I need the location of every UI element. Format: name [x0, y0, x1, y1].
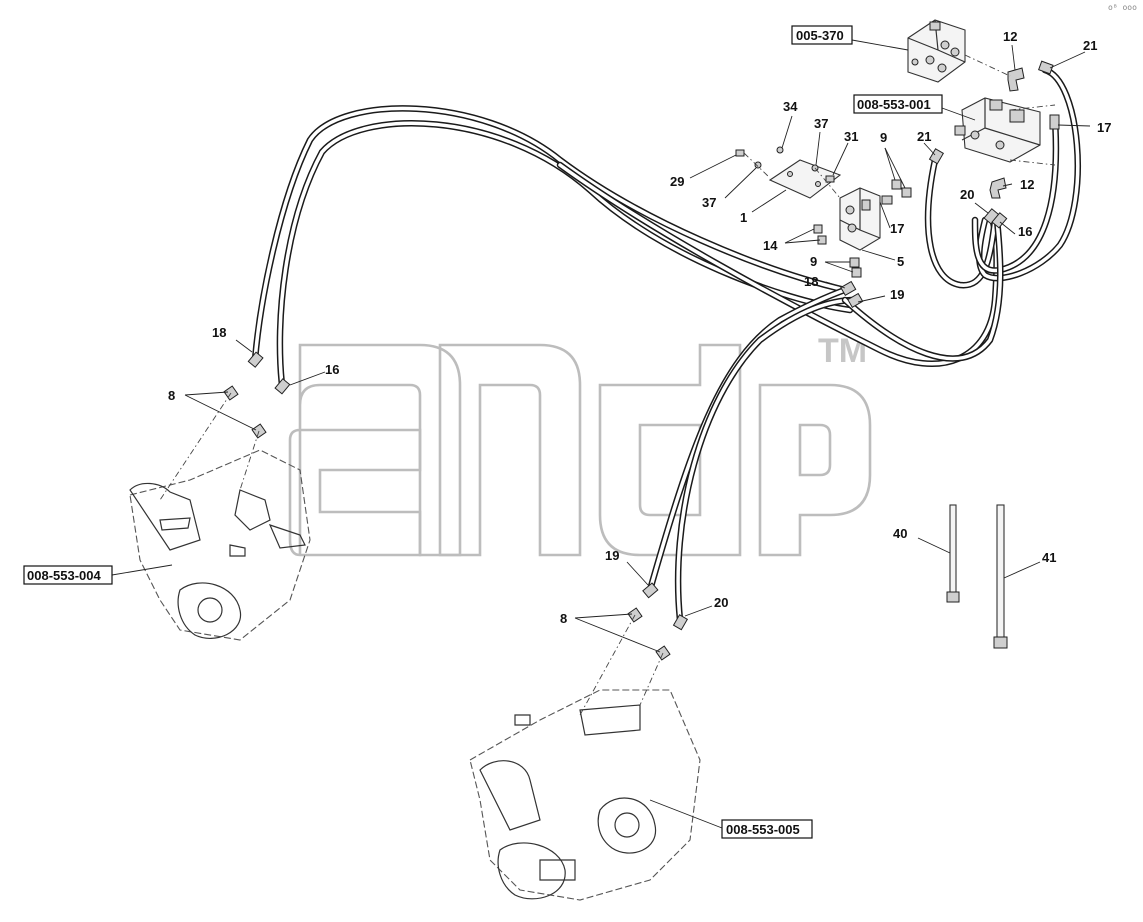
- fitting-21-right: [928, 148, 945, 165]
- screw-29: [735, 149, 745, 157]
- valve-005-370: [907, 19, 966, 83]
- adapters: [223, 179, 912, 661]
- callout-31: 31: [844, 129, 858, 144]
- valve-008-553-001: [954, 97, 1056, 166]
- fitting-18-center: [840, 280, 857, 297]
- callout-17: 17: [1097, 120, 1111, 135]
- ref-008-553-001: 008-553-001: [857, 97, 931, 112]
- callout-37: 37: [814, 116, 828, 131]
- callouts: 12 21 17 34 37 31 9 21 29 37 1 12 20 16 …: [168, 29, 1111, 626]
- adapter-9-top-a: [891, 179, 902, 190]
- callout-8: 8: [168, 388, 175, 403]
- callout-19: 19: [605, 548, 619, 563]
- callout-20: 20: [960, 187, 974, 202]
- center-valve-block: [839, 187, 881, 251]
- callout-17: 17: [890, 221, 904, 236]
- callout-18: 18: [804, 274, 818, 289]
- hose-long-left-2: [276, 120, 854, 389]
- callout-19: 19: [890, 287, 904, 302]
- callout-9: 9: [810, 254, 817, 269]
- adapter-17: [881, 195, 893, 205]
- hose-long-left-1: [251, 105, 849, 364]
- tee-12-right: [989, 177, 1007, 199]
- reference-labels: 005-370 008-553-001 008-553-004 008-553-…: [23, 25, 943, 839]
- cable-tie-41: [993, 504, 1008, 649]
- hoses: [251, 66, 1082, 624]
- callout-21: 21: [917, 129, 931, 144]
- callout-16: 16: [1018, 224, 1032, 239]
- fitting-20-lower: [672, 614, 689, 631]
- screw-31: [825, 175, 835, 183]
- corner-mark: oᴮ ooo: [1108, 3, 1137, 12]
- callout-40: 40: [893, 526, 907, 541]
- callout-16: 16: [325, 362, 339, 377]
- hose-lower-return: [841, 216, 1004, 362]
- callout-18: 18: [212, 325, 226, 340]
- callout-1: 1: [740, 210, 747, 225]
- callout-37: 37: [702, 195, 716, 210]
- callout-41: 41: [1042, 550, 1056, 565]
- ref-008-553-005: 008-553-005: [726, 822, 800, 837]
- watermark-logo: TM: [288, 332, 872, 557]
- callout-12: 12: [1003, 29, 1017, 44]
- fitting-17-right: [1049, 114, 1060, 130]
- hardware-small: [735, 146, 841, 199]
- motor-assembly-008-553-004: [129, 392, 311, 641]
- hose-fittings: [247, 60, 1060, 631]
- callout-20: 20: [714, 595, 728, 610]
- callout-14: 14: [763, 238, 778, 253]
- adapter-14-a: [813, 224, 823, 234]
- motor-assembly-008-553-005: [469, 614, 701, 901]
- fitting-16-left: [274, 378, 291, 395]
- callout-29: 29: [670, 174, 684, 189]
- callout-34: 34: [783, 99, 798, 114]
- adapter-9-mid-b: [851, 267, 862, 278]
- fitting-16-right: [991, 212, 1008, 229]
- ref-008-553-004: 008-553-004: [27, 568, 101, 583]
- leader-lines: [111, 39, 1091, 829]
- washer-37-left: [754, 161, 762, 169]
- callout-5: 5: [897, 254, 904, 269]
- tee-12-top: [1007, 67, 1025, 92]
- adapter-9-top-b: [901, 187, 912, 198]
- callout-9: 9: [880, 130, 887, 145]
- hose-right-21: [924, 156, 999, 289]
- ref-005-370: 005-370: [796, 28, 844, 43]
- fitting-19-lower: [642, 582, 659, 599]
- callout-12: 12: [1020, 177, 1034, 192]
- cable-tie-40: [946, 504, 960, 603]
- callout-21: 21: [1083, 38, 1097, 53]
- cable-ties: [946, 504, 1008, 649]
- nut-34: [776, 146, 784, 154]
- callout-8: 8: [560, 611, 567, 626]
- adapter-9-mid-a: [849, 257, 860, 268]
- hose-lower-2: [674, 296, 859, 624]
- mounting-plate-1: [768, 159, 842, 199]
- fitting-19-center: [847, 292, 864, 309]
- hose-right-16: [971, 116, 1060, 274]
- fitting-21-top: [1038, 60, 1054, 75]
- fitting-18-left: [247, 351, 264, 368]
